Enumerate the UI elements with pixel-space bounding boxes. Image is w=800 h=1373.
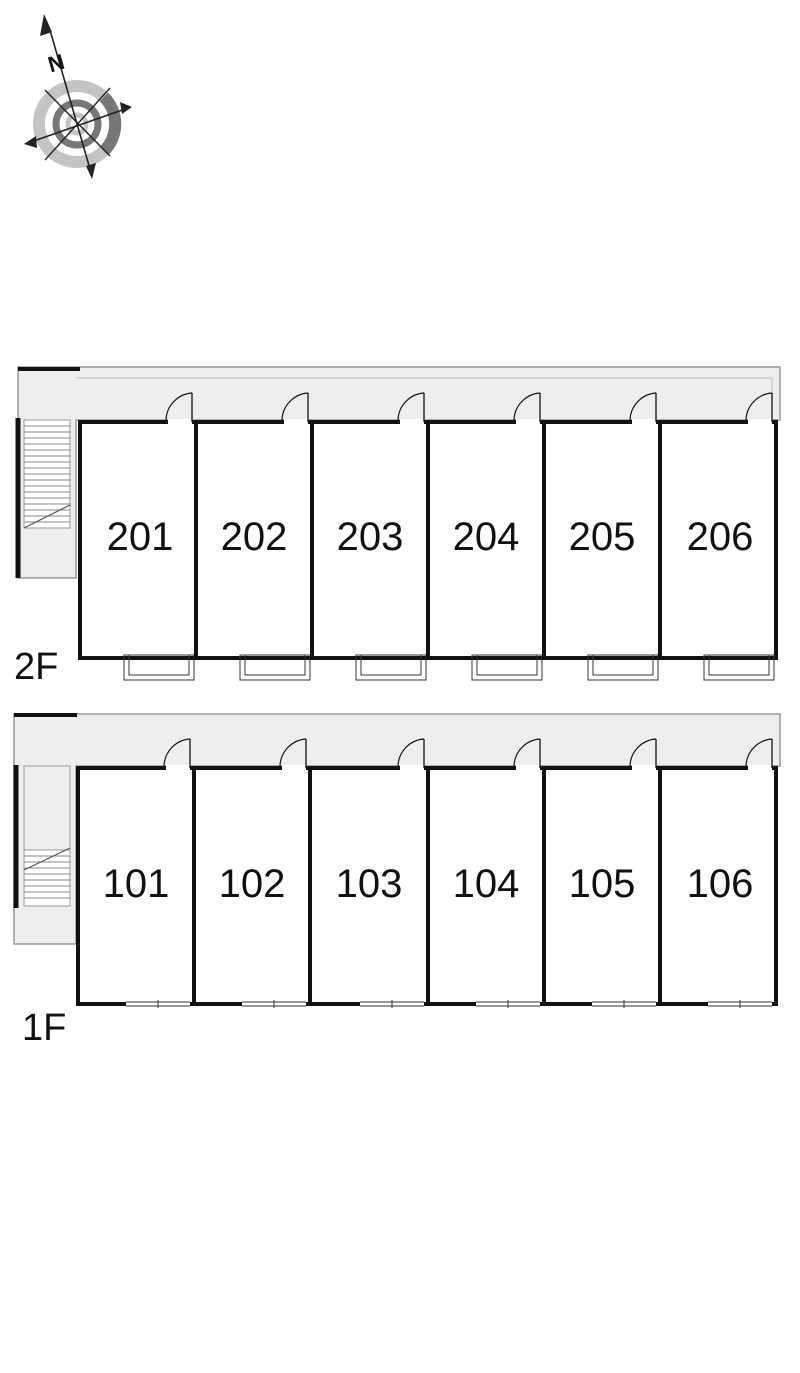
floor-label-1f: 1F [22,1007,66,1049]
unit-label: 201 [107,515,174,559]
unit-106: 106 [658,738,778,1008]
floor-label-2f: 2F [14,646,58,688]
staircase-1f [23,765,71,907]
unit-206: 206 [658,392,778,681]
unit-101: 101 [76,738,196,1008]
unit-103: 103 [308,738,430,1008]
unit-label: 104 [453,862,520,906]
unit-205: 205 [542,392,662,681]
staircase-2f [23,419,71,529]
unit-201: 201 [78,392,198,681]
unit-label: 103 [336,862,403,906]
compass-north-letter: N [45,49,67,77]
unit-label: 202 [221,515,288,559]
unit-203: 203 [310,392,430,681]
unit-202: 202 [194,392,314,681]
unit-104: 104 [426,738,546,1008]
unit-label: 102 [219,862,286,906]
unit-label: 206 [687,515,754,559]
unit-102: 102 [192,738,312,1008]
unit-label: 205 [569,515,636,559]
unit-label: 105 [569,862,636,906]
compass-rose-icon: N [24,14,132,179]
unit-204: 204 [426,392,546,681]
unit-label: 203 [337,515,404,559]
unit-label: 106 [687,862,754,906]
unit-105: 105 [542,738,662,1008]
unit-label: 204 [453,515,520,559]
unit-label: 101 [103,862,170,906]
floor-2f: 201 202 203 204 [14,366,781,688]
floor-1f: 101 102 103 [13,713,781,1049]
